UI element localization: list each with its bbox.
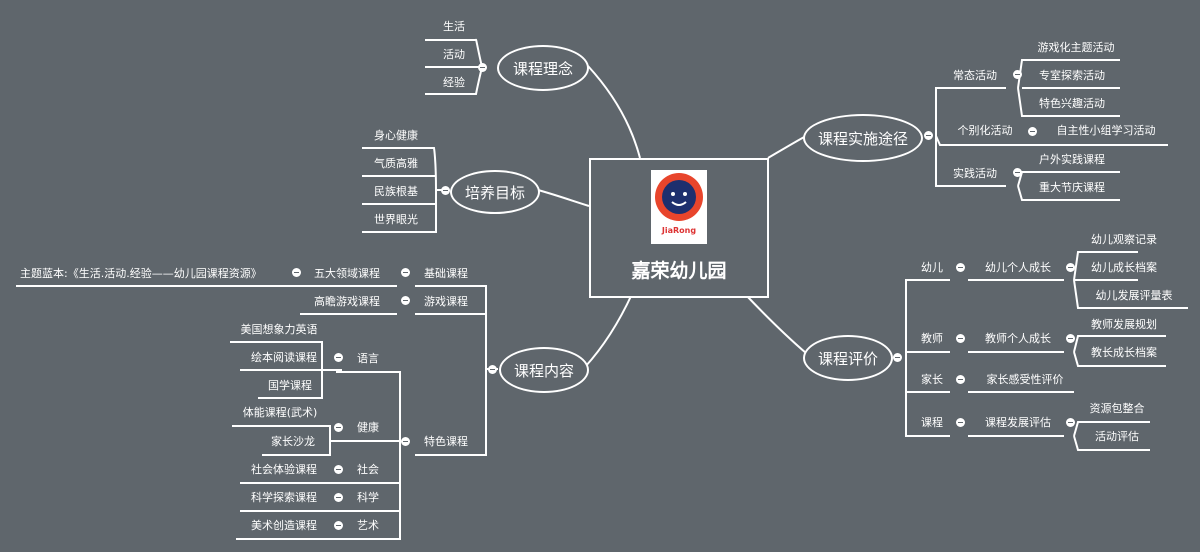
science-course[interactable]: 科学 [357, 491, 379, 504]
routine-item[interactable]: 专室探索活动 [1039, 69, 1105, 82]
health-course[interactable]: 健康 [357, 421, 379, 434]
philosophy-item[interactable]: 经验 [443, 76, 465, 89]
collapse-toggle-icon[interactable] [488, 365, 497, 374]
sun-face-icon [655, 173, 703, 221]
practice-item[interactable]: 户外实践课程 [1039, 153, 1105, 166]
individual-item[interactable]: 自主性小组学习活动 [1056, 124, 1156, 137]
science-item[interactable]: 科学探索课程 [251, 491, 317, 504]
eval-parents-feedback[interactable]: 家长感受性评价 [986, 373, 1064, 386]
eval-children-item[interactable]: 幼儿观察记录 [1091, 233, 1157, 246]
collapse-toggle-icon[interactable] [1066, 418, 1075, 427]
collapse-toggle-icon[interactable] [1066, 263, 1075, 272]
collapse-toggle-icon[interactable] [401, 437, 410, 446]
collapse-toggle-icon[interactable] [924, 131, 933, 140]
collapse-toggle-icon[interactable] [292, 268, 301, 277]
goal-item[interactable]: 身心健康 [374, 129, 418, 142]
eval-courses[interactable]: 课程 [921, 416, 943, 429]
branch-course-philosophy[interactable]: 课程理念 [497, 45, 589, 91]
philosophy-item[interactable]: 活动 [443, 48, 465, 61]
goal-item[interactable]: 民族根基 [374, 185, 418, 198]
language-course[interactable]: 语言 [357, 352, 379, 365]
routine-item[interactable]: 特色兴趣活动 [1039, 97, 1105, 110]
highscope-course[interactable]: 高瞻游戏课程 [314, 295, 380, 308]
collapse-toggle-icon[interactable] [334, 493, 343, 502]
routine-item[interactable]: 游戏化主题活动 [1037, 41, 1115, 54]
collapse-toggle-icon[interactable] [334, 465, 343, 474]
collapse-toggle-icon[interactable] [1028, 127, 1037, 136]
collapse-toggle-icon[interactable] [441, 186, 450, 195]
individual-activity[interactable]: 个别化活动 [957, 124, 1013, 137]
goal-item[interactable]: 世界眼光 [374, 213, 418, 226]
eval-teachers-growth[interactable]: 教师个人成长 [985, 332, 1051, 345]
eval-children-growth[interactable]: 幼儿个人成长 [985, 261, 1051, 274]
eval-teachers-item[interactable]: 教师发展规划 [1091, 318, 1157, 331]
branch-course-content[interactable]: 课程内容 [499, 347, 589, 393]
collapse-toggle-icon[interactable] [956, 334, 965, 343]
branch-training-goals[interactable]: 培养目标 [450, 170, 540, 214]
five-domains-course[interactable]: 五大领域课程 [314, 267, 380, 280]
philosophy-item[interactable]: 生活 [443, 20, 465, 33]
collapse-toggle-icon[interactable] [478, 63, 487, 72]
collapse-toggle-icon[interactable] [956, 263, 965, 272]
collapse-toggle-icon[interactable] [1013, 168, 1022, 177]
language-item[interactable]: 绘本阅读课程 [251, 351, 317, 364]
collapse-toggle-icon[interactable] [401, 268, 410, 277]
eval-teachers-item[interactable]: 教长成长档案 [1091, 346, 1157, 359]
art-item[interactable]: 美术创造课程 [251, 519, 317, 532]
school-logo: JiaRong [651, 170, 707, 244]
eval-children-item[interactable]: 幼儿成长档案 [1091, 261, 1157, 274]
eval-courses-assessment[interactable]: 课程发展评估 [985, 416, 1051, 429]
routine-activity[interactable]: 常态活动 [953, 69, 997, 82]
basic-course[interactable]: 基础课程 [424, 267, 468, 280]
branch-evaluation[interactable]: 课程评价 [803, 335, 893, 381]
eval-parents[interactable]: 家长 [921, 373, 943, 386]
health-item[interactable]: 体能课程(武术) [242, 406, 318, 419]
center-node[interactable]: JiaRong 嘉荣幼儿园 [589, 158, 769, 298]
eval-courses-item[interactable]: 活动评估 [1095, 430, 1139, 443]
language-item[interactable]: 美国想象力英语 [240, 323, 318, 336]
social-course[interactable]: 社会 [357, 463, 379, 476]
practice-item[interactable]: 重大节庆课程 [1039, 181, 1105, 194]
eval-children-item[interactable]: 幼儿发展评量表 [1095, 289, 1173, 302]
collapse-toggle-icon[interactable] [956, 418, 965, 427]
art-course[interactable]: 艺术 [357, 519, 379, 532]
eval-teachers[interactable]: 教师 [921, 332, 943, 345]
collapse-toggle-icon[interactable] [334, 521, 343, 530]
collapse-toggle-icon[interactable] [401, 296, 410, 305]
logo-wordmark: JiaRong [661, 226, 697, 235]
eval-children[interactable]: 幼儿 [921, 261, 943, 274]
collapse-toggle-icon[interactable] [334, 353, 343, 362]
health-item[interactable]: 家长沙龙 [271, 435, 315, 448]
collapse-toggle-icon[interactable] [1013, 70, 1022, 79]
branch-implementation[interactable]: 课程实施途径 [803, 114, 923, 162]
featured-course[interactable]: 特色课程 [424, 435, 468, 448]
collapse-toggle-icon[interactable] [893, 353, 902, 362]
collapse-toggle-icon[interactable] [1066, 334, 1075, 343]
collapse-toggle-icon[interactable] [956, 375, 965, 384]
theme-book[interactable]: 主题蓝本:《生活.活动.经验——幼儿园课程资源》 [20, 267, 262, 280]
goal-item[interactable]: 气质高雅 [374, 157, 418, 170]
social-item[interactable]: 社会体验课程 [251, 463, 317, 476]
language-item[interactable]: 国学课程 [268, 379, 312, 392]
collapse-toggle-icon[interactable] [334, 423, 343, 432]
game-course[interactable]: 游戏课程 [424, 295, 468, 308]
practice-activity[interactable]: 实践活动 [953, 167, 997, 180]
center-title: 嘉荣幼儿园 [631, 260, 727, 282]
eval-courses-item[interactable]: 资源包整合 [1089, 402, 1145, 415]
